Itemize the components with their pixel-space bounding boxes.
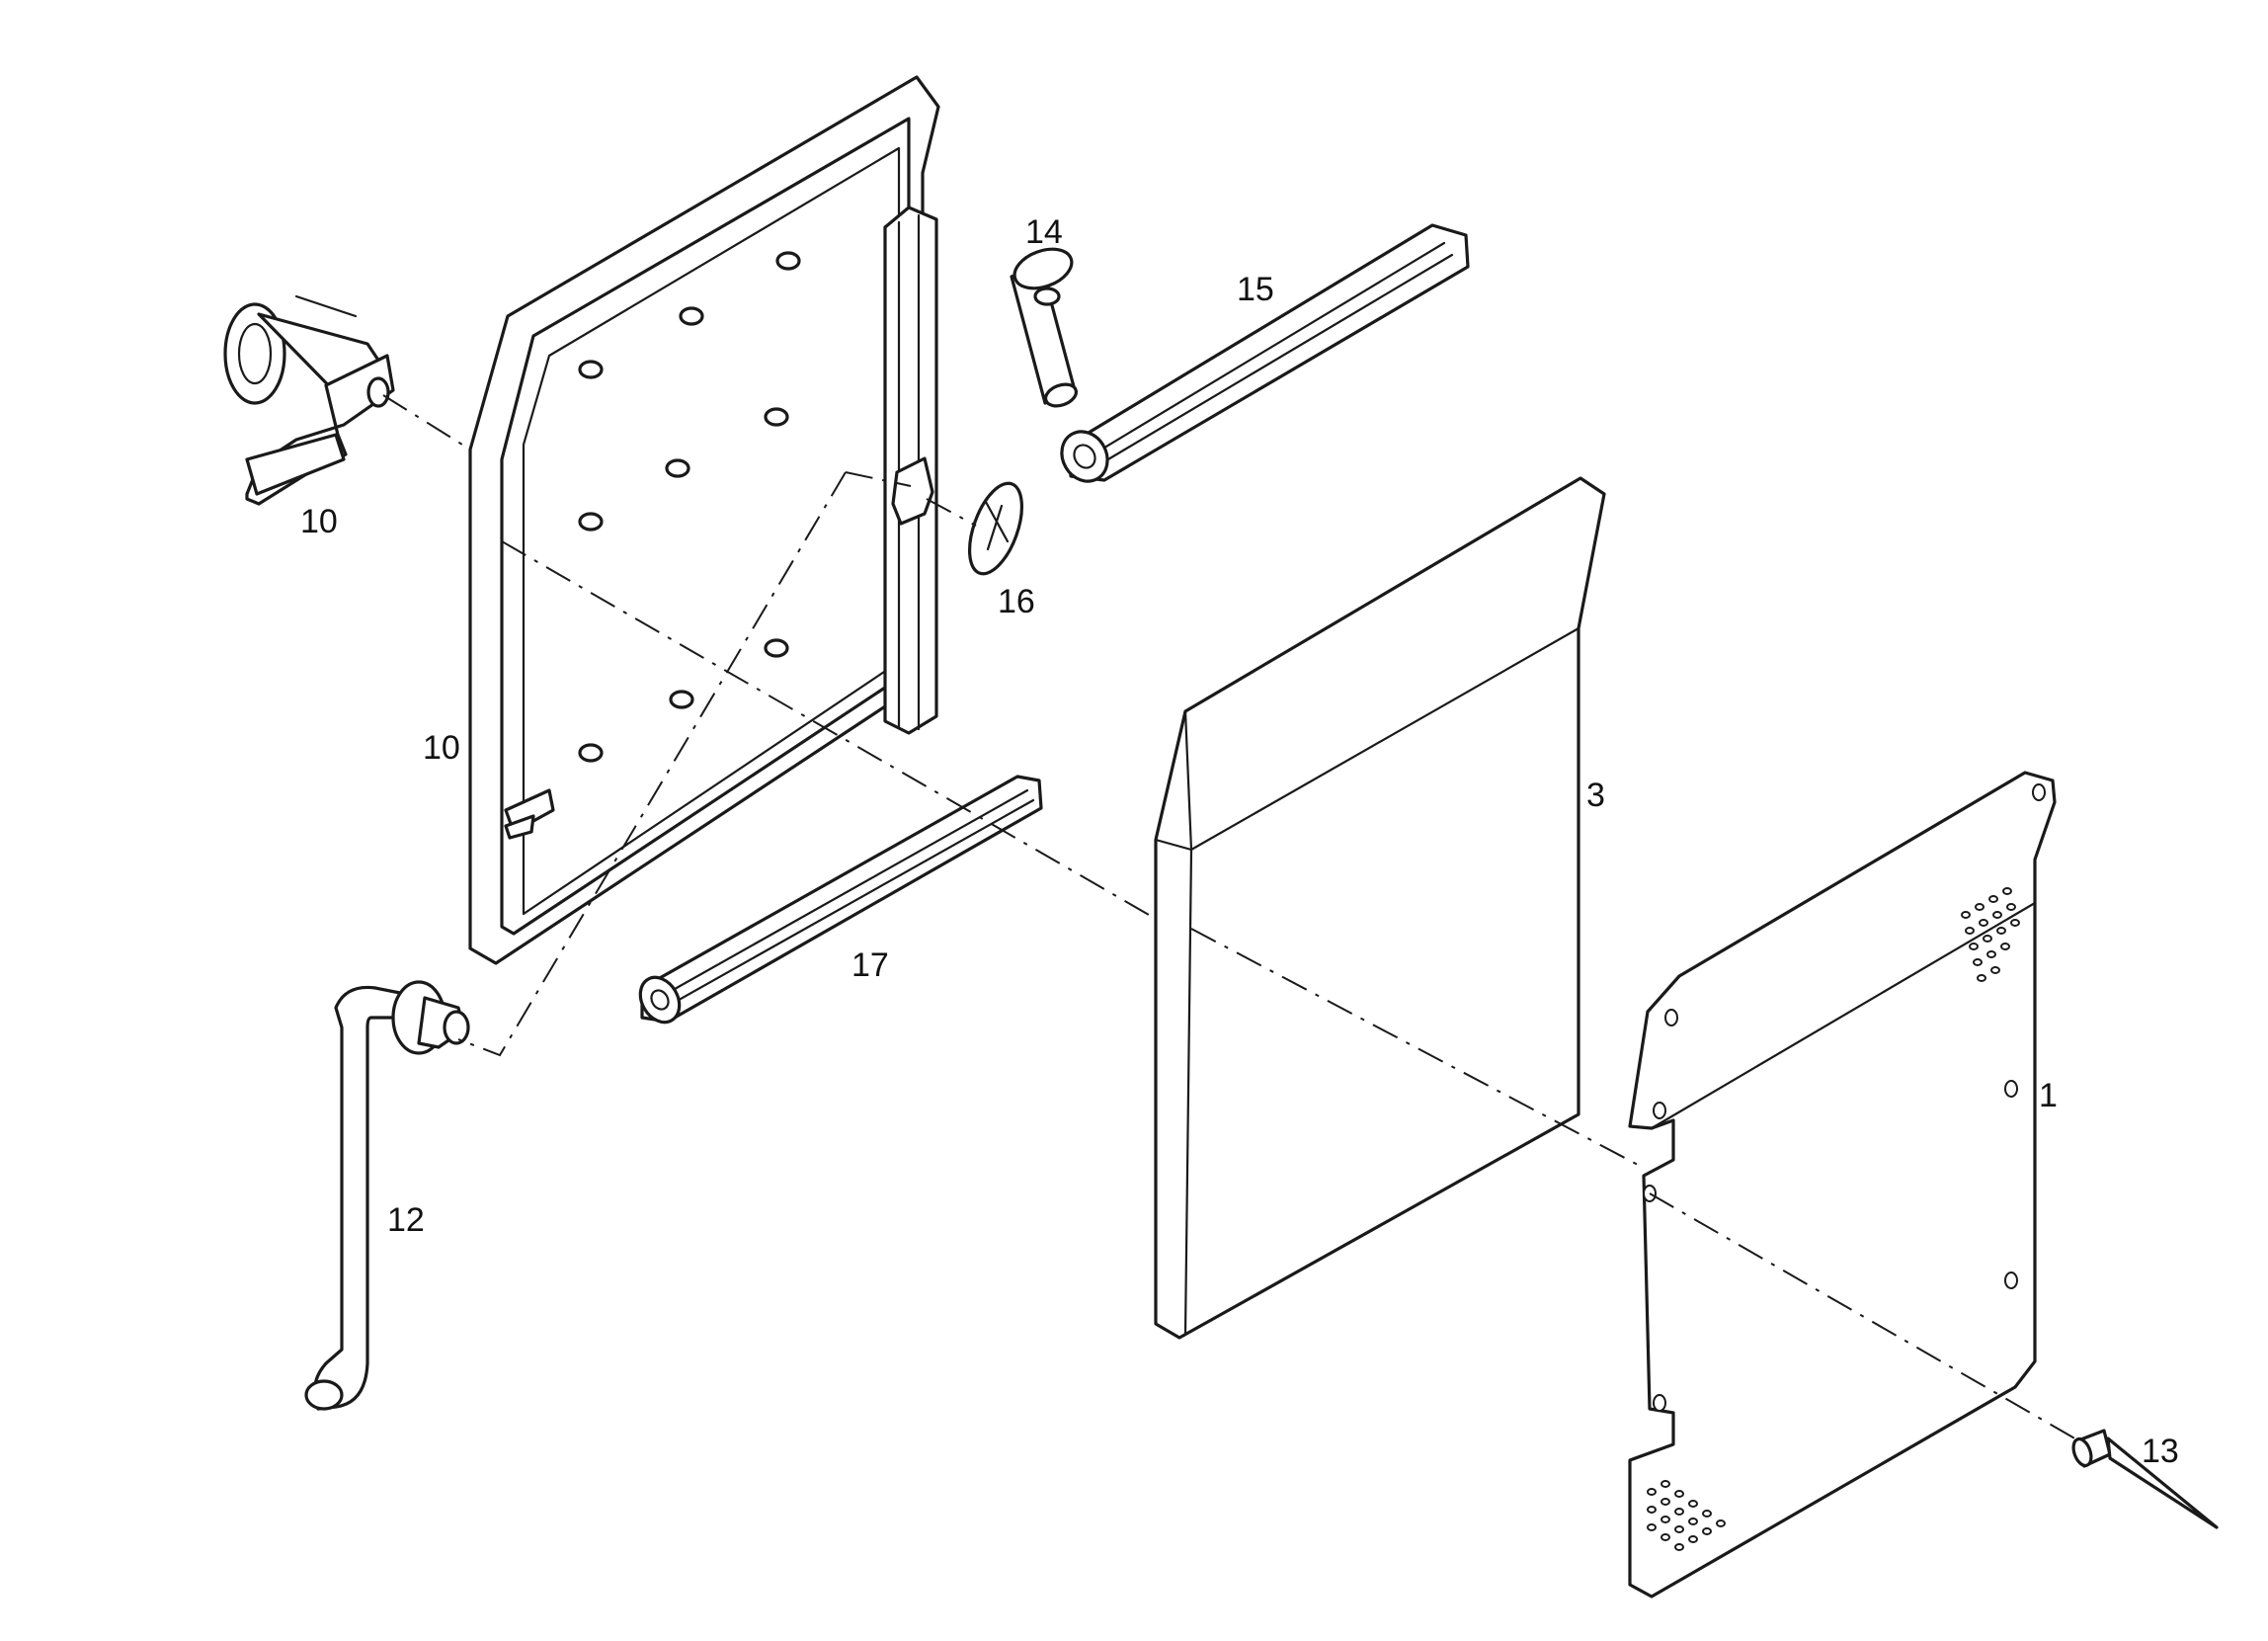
callout-12: 12 [387,1201,425,1239]
part-16-rotary-knob [968,481,1023,576]
part-17-seal-strip [638,775,1043,1025]
callout-13: 13 [2142,1433,2179,1470]
part-12-crank-handle [304,980,470,1411]
part-13-screw [2071,1429,2219,1529]
part-1-back-plate [1628,771,2057,1599]
part-3-insulation-panel [1154,476,1606,1340]
callout-10-left: 10 [423,729,460,767]
assembly-lines [382,394,2079,1441]
callout-1: 1 [2039,1077,2058,1114]
part-14-sleeve [1010,247,1079,408]
part-15-seal-strip [1060,223,1470,483]
callout-15: 15 [1237,271,1274,308]
callout-10-top: 10 [300,503,338,540]
callout-3: 3 [1586,777,1605,814]
part-10-hinge-bracket [223,294,395,506]
perforations-bottom [1647,1480,1726,1551]
callout-17: 17 [851,946,889,984]
perforations-top [1961,887,2020,982]
callout-16: 16 [998,583,1035,620]
callout-14: 14 [1025,213,1063,251]
door-frame [468,75,940,965]
